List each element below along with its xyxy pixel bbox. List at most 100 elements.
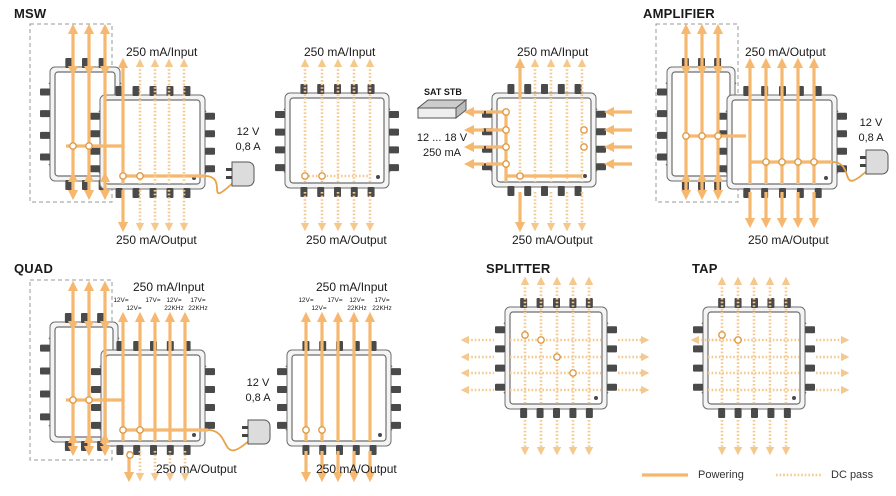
- screw-icon: [583, 174, 587, 178]
- junction-node: [682, 132, 690, 140]
- junction-node: [714, 132, 722, 140]
- connector-icon: [166, 188, 174, 198]
- junction-node: [301, 172, 309, 180]
- quad-input-label: 250 mA/Input: [133, 280, 205, 294]
- connector-icon: [91, 403, 101, 411]
- connector-icon: [585, 408, 593, 418]
- adapter-prong: [860, 156, 866, 159]
- stb-input-label: 250 mA/Input: [517, 45, 589, 59]
- connector-icon: [90, 130, 100, 138]
- connector-icon: [541, 84, 548, 94]
- connector-icon: [805, 345, 815, 353]
- amplifier-output-top-label: 250 mA/Output: [745, 45, 826, 59]
- quad2-v-label: 12V=: [298, 297, 314, 304]
- connector-icon: [91, 421, 101, 429]
- connector-icon: [389, 164, 399, 172]
- connector-icon: [350, 84, 358, 94]
- junction-node: [718, 331, 726, 339]
- connector-icon: [607, 383, 617, 391]
- connector-icon: [132, 86, 140, 96]
- connector-icon: [814, 86, 822, 96]
- junction-node: [734, 336, 742, 344]
- connector-icon: [205, 130, 215, 138]
- device-body: [496, 97, 592, 183]
- connector-icon: [205, 386, 215, 394]
- stb-multiswitch-device: [482, 84, 606, 196]
- junction-node: [569, 369, 577, 377]
- junction-node: [85, 396, 93, 404]
- connector-icon: [693, 364, 703, 372]
- connector-icon: [205, 403, 215, 411]
- amplifier-output-bottom-label: 250 mA/Output: [748, 233, 829, 247]
- connector-icon: [495, 326, 505, 334]
- stb-front: [417, 107, 457, 119]
- connector-icon: [91, 386, 101, 394]
- screw-icon: [378, 433, 382, 437]
- power-cable: [207, 429, 253, 452]
- msw-input-label: 250 mA/Input: [126, 45, 198, 59]
- screw-icon: [792, 396, 796, 400]
- adapter-prong: [242, 434, 248, 437]
- connector-icon: [205, 421, 215, 429]
- quad2-khz-label: 22KHz: [347, 305, 367, 312]
- connector-icon: [275, 164, 285, 172]
- section-title-splitter: SPLITTER: [486, 261, 551, 276]
- quad2-v-label: 17V=: [374, 297, 390, 304]
- connector-icon: [205, 368, 215, 376]
- connector-icon: [607, 326, 617, 334]
- junction-node: [502, 108, 510, 116]
- connector-icon: [596, 145, 606, 153]
- connector-icon: [183, 445, 191, 455]
- settop-box-label: SAT STB: [424, 87, 462, 97]
- connector-icon: [40, 153, 50, 161]
- quad-v-label: 12V=: [113, 297, 129, 304]
- connector-icon: [391, 386, 401, 394]
- junction-node: [136, 172, 144, 180]
- connector-icon: [277, 386, 287, 394]
- connector-icon: [277, 368, 287, 376]
- device-body: [707, 311, 801, 405]
- adapter-body: [865, 149, 889, 175]
- junction-node: [794, 158, 802, 166]
- junction-node: [810, 158, 818, 166]
- quad-v-label: 17V=: [145, 297, 161, 304]
- connector-icon: [40, 367, 50, 375]
- connector-icon: [751, 408, 758, 418]
- connector-icon: [524, 186, 532, 196]
- adapter-body: [231, 161, 255, 187]
- connector-icon: [837, 112, 847, 120]
- connector-icon: [65, 180, 73, 190]
- connector-icon: [40, 390, 50, 398]
- connector-icon: [693, 326, 703, 334]
- connector-icon: [767, 408, 775, 418]
- junction-node: [762, 158, 770, 166]
- connector-icon: [90, 147, 100, 155]
- quad2-v-label: 17V=: [327, 297, 343, 304]
- junction-node: [502, 126, 510, 134]
- connector-icon: [132, 188, 140, 198]
- connector-icon: [389, 146, 399, 154]
- junction-node: [502, 143, 510, 151]
- quad-output-label: 250 mA/Output: [156, 462, 237, 476]
- connector-icon: [607, 364, 617, 372]
- connector-icon: [149, 188, 157, 198]
- connector-icon: [520, 408, 528, 418]
- connector-icon: [40, 131, 50, 139]
- connector-icon: [115, 188, 123, 198]
- connector-icon: [40, 88, 50, 96]
- connector-icon: [557, 84, 565, 94]
- section-title-tap: TAP: [692, 261, 718, 276]
- quad-v-label: 17V=: [190, 297, 206, 304]
- junction-node: [521, 331, 529, 339]
- connector-icon: [91, 368, 101, 376]
- adapter-prong: [242, 426, 248, 429]
- section-title-quad: QUAD: [14, 261, 54, 276]
- junction-node: [516, 172, 524, 180]
- connector-icon: [783, 408, 791, 418]
- quad-power-adapter-icon: [242, 419, 271, 445]
- legend-dc-pass-label: DC pass: [831, 469, 874, 481]
- connector-icon: [389, 110, 399, 118]
- quad2-input-label: 250 mA/Input: [316, 280, 388, 294]
- junction-node: [553, 353, 561, 361]
